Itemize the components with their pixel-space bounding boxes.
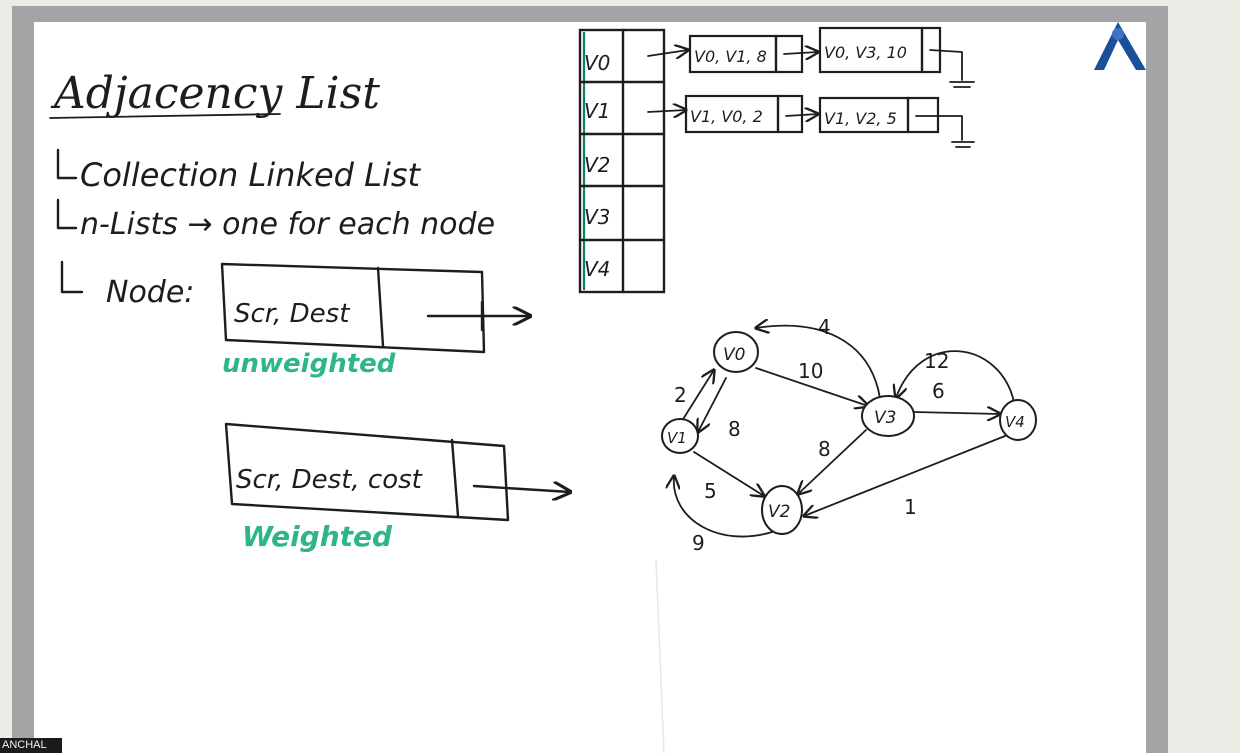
node-field-unweighted: Scr, Dest (234, 299, 350, 329)
list-v0: V0, V1, 8 V0, V3, 10 (647, 26, 975, 88)
graph-node-v1-label: V1 (667, 429, 687, 447)
participant-name-tag: ANCHAL (0, 738, 62, 753)
bullet-hook-icon (56, 198, 78, 230)
caption-weighted: Weighted (242, 520, 393, 553)
graph-node-v2-label: V2 (768, 502, 790, 522)
graph-node-v1: V1 (661, 418, 699, 454)
array-row-v0: V0 (584, 51, 610, 75)
adjacency-array: V0 V1 V2 V3 V4 (578, 28, 666, 294)
array-row-v1: V1 (584, 99, 610, 123)
weight-v1-v0: 2 (674, 383, 687, 407)
list-v1-item-1: V1, V0, 2 (690, 107, 763, 126)
edge-v1-v2 (693, 451, 764, 496)
graph-node-v4-label: V4 (1005, 413, 1025, 431)
bullet-1-text: Collection Linked List (80, 156, 422, 194)
whiteboard-surface (34, 22, 1146, 753)
weight-v3-v4: 6 (932, 379, 945, 403)
edge-v0-v3 (755, 367, 868, 406)
bullet-3: Node: (60, 260, 194, 310)
edge-v3-v0 (756, 326, 881, 399)
bullet-hook-icon (56, 148, 78, 180)
edge-v1-v0 (679, 370, 714, 425)
weight-v3-v0: 4 (818, 315, 831, 339)
title-underline (49, 113, 281, 119)
bullet-3-text: Node: (106, 275, 194, 310)
null-icon (915, 115, 963, 141)
weight-v2-v1: 9 (692, 531, 705, 555)
bullet-hook-icon (60, 260, 84, 294)
graph-node-v0-label: V0 (723, 345, 745, 365)
graph-node-v4: V4 (999, 399, 1037, 441)
logo-icon (1094, 22, 1146, 70)
edge-v3-v4 (913, 412, 1000, 414)
graph-node-v3: V3 (861, 395, 915, 437)
weight-v4-v2: 1 (904, 495, 917, 519)
graph-node-v3-label: V3 (874, 408, 896, 428)
list-v0-item-1: V0, V1, 8 (694, 47, 767, 66)
edge-v2-v1 (674, 476, 773, 538)
null-icon (929, 49, 963, 81)
board-title: Adjacency List (50, 68, 380, 119)
edge-v4-v3 (896, 350, 1015, 403)
next-pointer-arrow (472, 486, 570, 492)
bullet-1: Collection Linked List (56, 148, 422, 194)
caption-unweighted: unweighted (222, 349, 396, 379)
graph-node-v2: V2 (761, 485, 803, 535)
weight-v0-v3: 10 (798, 359, 823, 383)
bullet-2: n-Lists → one for each node (56, 198, 495, 242)
board-seam (655, 559, 665, 753)
bullet-2-text: n-Lists → one for each node (80, 207, 495, 242)
weight-v0-v1: 8 (728, 417, 741, 441)
array-row-v4: V4 (584, 257, 610, 281)
node-box-unweighted: Scr, Dest unweighted (220, 262, 530, 379)
array-row-v3: V3 (584, 205, 610, 229)
edge-v4-v2 (804, 433, 1011, 516)
edge-v3-v2 (798, 429, 867, 494)
list-v1-item-2: V1, V2, 5 (824, 109, 897, 128)
edge-v0-v1 (698, 377, 727, 432)
weight-v4-v3: 12 (924, 349, 949, 373)
node-box-weighted: Scr, Dest, cost Weighted (224, 422, 570, 553)
graph: V0 V1 V2 V3 V4 4 10 12 6 2 8 8 5 9 1 (661, 315, 1037, 555)
graph-node-v0: V0 (713, 331, 759, 373)
node-field-weighted: Scr, Dest, cost (236, 465, 423, 495)
list-v0-item-2: V0, V3, 10 (824, 43, 907, 62)
weight-v3-v2: 8 (818, 437, 831, 461)
list-v1: V1, V0, 2 V1, V2, 5 (647, 94, 975, 148)
array-row-v2: V2 (584, 153, 610, 177)
weight-v1-v2: 5 (704, 479, 717, 503)
